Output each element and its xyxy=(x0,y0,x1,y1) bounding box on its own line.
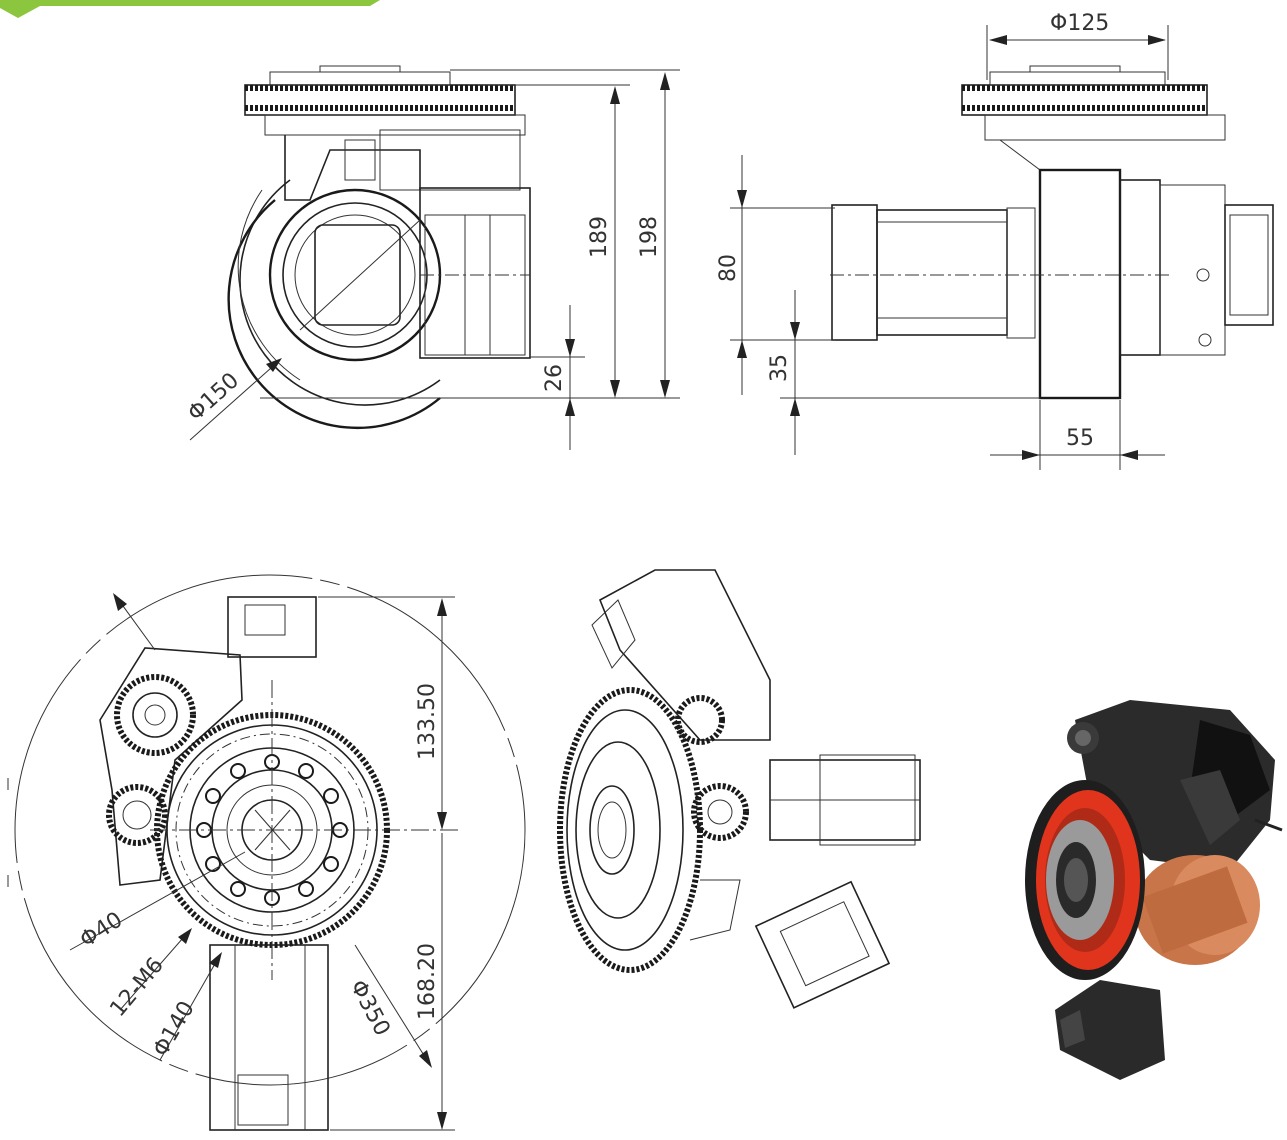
dim-phi350-label: Φ350 xyxy=(345,976,395,1040)
dim-12-m6-label: 12-M6 xyxy=(105,953,168,1022)
dim-26-label: 26 xyxy=(542,364,567,392)
dim-133-50-label: 133.50 xyxy=(415,683,440,760)
dim-phi150-label: Φ150 xyxy=(183,368,244,426)
rendered-product-image xyxy=(1025,700,1283,1080)
dim-phi140-label: Φ140 xyxy=(149,997,200,1061)
dim-55-label: 55 xyxy=(1066,426,1094,451)
isometric-line-drawing xyxy=(557,569,921,1009)
dim-198-label: 198 xyxy=(637,216,662,258)
dim-189-label: 189 xyxy=(587,216,612,258)
dim-phi125-label: Φ125 xyxy=(1050,11,1109,36)
dim-phi40-label: Φ40 xyxy=(76,907,128,953)
dim-80-label: 80 xyxy=(716,254,741,282)
dim-168-20-label: 168.20 xyxy=(415,943,440,1020)
front-view-drawing xyxy=(730,25,1274,470)
plan-view-drawing xyxy=(7,574,526,1131)
dim-35-label: 35 xyxy=(767,354,792,382)
side-view-drawing xyxy=(189,65,680,450)
banner-corner xyxy=(0,0,380,18)
